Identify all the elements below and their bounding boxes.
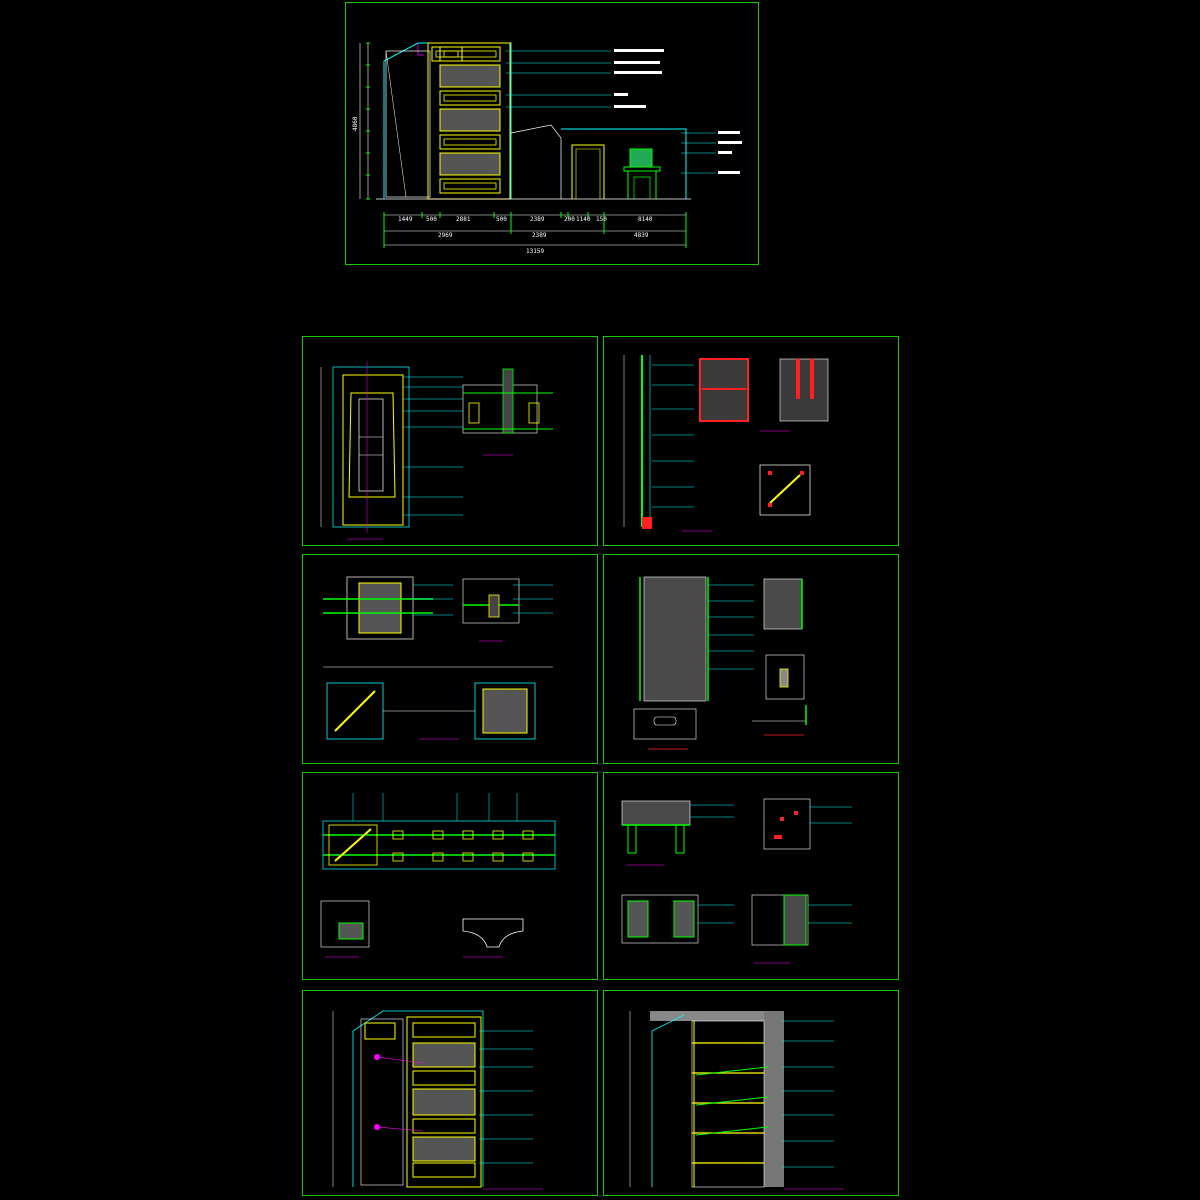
detail-sheet-4 xyxy=(603,554,899,764)
dim-row2-1: 2969 xyxy=(438,232,453,239)
detail-sheet-6 xyxy=(603,772,899,980)
top-elevation-sheet: 4860 1449 500 2881 500 2389 200 1140 150… xyxy=(345,2,759,265)
dim-2: 500 xyxy=(426,216,437,223)
detail-drawing-5 xyxy=(320,793,556,958)
dim-row2-3: 4839 xyxy=(634,232,649,239)
detail-drawing-1 xyxy=(320,361,553,540)
detail-drawing-4 xyxy=(633,576,807,750)
dim-4: 500 xyxy=(496,216,507,223)
dim-3: 2881 xyxy=(456,216,471,223)
detail-drawing-3 xyxy=(323,576,553,740)
panel-column xyxy=(427,42,511,200)
dim-1: 1449 xyxy=(398,216,413,223)
detail-drawing-8 xyxy=(629,1011,844,1190)
dim-8: 150 xyxy=(596,216,607,223)
detail-drawing-2 xyxy=(623,355,829,532)
dim-5: 2389 xyxy=(530,216,545,223)
detail-drawing-7 xyxy=(332,1010,543,1190)
dim-total: 13159 xyxy=(526,248,544,255)
dim-7: 1140 xyxy=(576,216,591,223)
fireplace xyxy=(623,148,661,199)
detail-sheet-5 xyxy=(302,772,598,980)
height-total-label: 4860 xyxy=(352,116,359,131)
detail-sheet-1 xyxy=(302,336,598,546)
detail-drawing-6 xyxy=(621,798,852,964)
dim-6: 200 xyxy=(564,216,575,223)
top-elevation-drawing: 4860 1449 500 2881 500 2389 200 1140 150… xyxy=(352,42,742,255)
detail-sheet-3 xyxy=(302,554,598,764)
detail-sheet-8 xyxy=(603,990,899,1196)
detail-sheet-7 xyxy=(302,990,598,1196)
detail-sheet-2 xyxy=(603,336,899,546)
dim-row2-2: 2389 xyxy=(532,232,547,239)
doorway xyxy=(571,144,605,199)
dim-9: 8140 xyxy=(638,216,653,223)
